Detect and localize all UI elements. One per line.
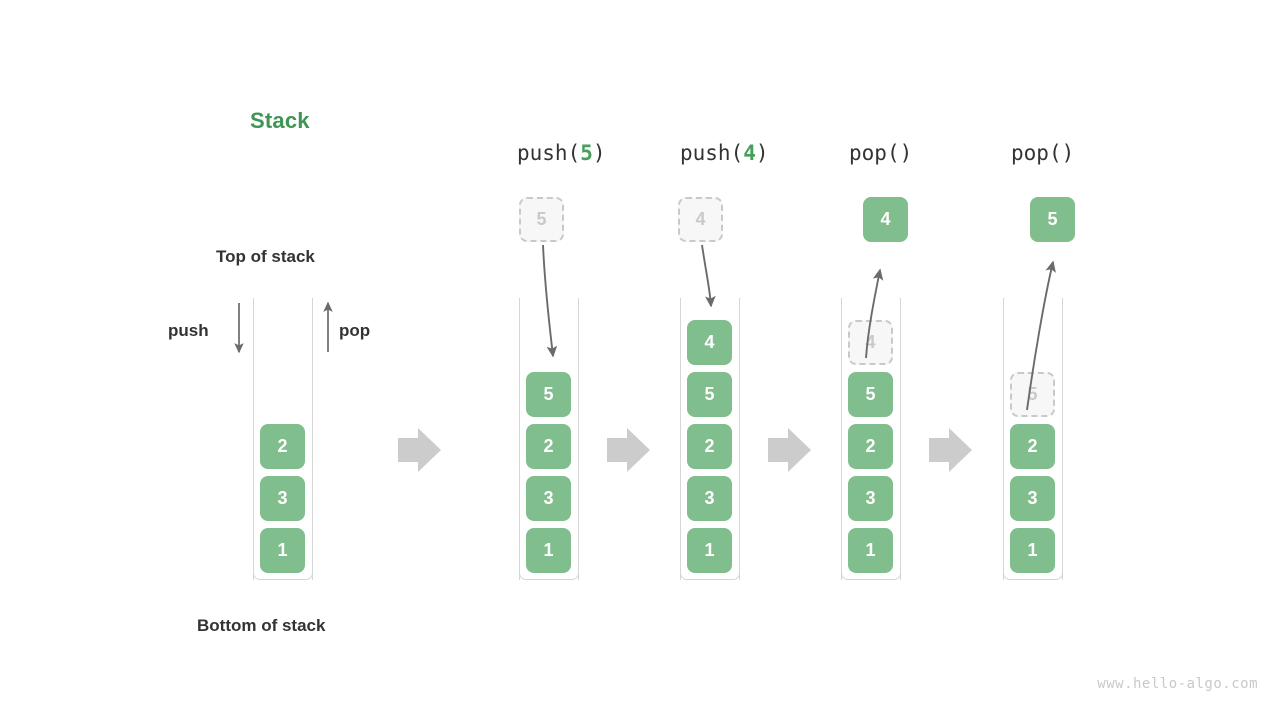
- incoming-element-ghost: 5: [519, 197, 564, 242]
- stack-cell: 1: [260, 528, 305, 573]
- stack-cell: 2: [260, 424, 305, 469]
- stack-wall-right: [739, 298, 740, 580]
- stack-floor: [253, 561, 313, 580]
- stack-cell: 3: [1010, 476, 1055, 521]
- stack-container-push-4: 4 5 2 3 1: [680, 298, 740, 580]
- header-fn-name: push: [517, 141, 568, 165]
- stack-wall-right: [578, 298, 579, 580]
- stack-floor: [519, 561, 579, 580]
- stack-cell-ghost: 4: [848, 320, 893, 365]
- stack-cell: 5: [526, 372, 571, 417]
- column-header-push-5: push(5): [517, 141, 606, 165]
- stack-wall-right: [900, 298, 901, 580]
- header-arg: 4: [743, 141, 756, 165]
- stack-cell: 3: [526, 476, 571, 521]
- stack-container-pop-1: 4 5 2 3 1: [841, 298, 901, 580]
- page-title: Stack: [250, 108, 310, 133]
- stack-cell: 5: [687, 372, 732, 417]
- push-label: push: [168, 321, 209, 340]
- stack-floor: [680, 561, 740, 580]
- header-paren-open: (: [886, 141, 900, 165]
- popped-element: 4: [863, 197, 908, 242]
- stack-floor: [841, 561, 901, 580]
- stack-wall-left: [1003, 298, 1004, 580]
- header-paren-close: ): [755, 141, 769, 165]
- stack-wall-left: [253, 298, 254, 580]
- header-fn-name: push: [680, 141, 731, 165]
- stack-wall-left: [519, 298, 520, 580]
- stack-wall-left: [841, 298, 842, 580]
- watermark: www.hello-algo.com: [1097, 676, 1258, 692]
- stack-cell: 2: [848, 424, 893, 469]
- stack-cell: 5: [848, 372, 893, 417]
- pop-label: pop: [339, 321, 371, 340]
- transition-arrow: [929, 428, 972, 472]
- header-paren-close: ): [1061, 141, 1075, 165]
- stack-cell: 3: [260, 476, 305, 521]
- bottom-of-stack-label: Bottom of stack: [197, 616, 326, 635]
- column-header-push-4: push(4): [680, 141, 769, 165]
- stack-container-pop-2: 5 2 3 1: [1003, 298, 1063, 580]
- transition-arrow: [398, 428, 441, 472]
- stack-wall-right: [312, 298, 313, 580]
- stack-cell: 1: [848, 528, 893, 573]
- stack-cell: 1: [526, 528, 571, 573]
- header-paren-open: (: [1048, 141, 1062, 165]
- column-header-pop-2: pop(): [1011, 141, 1074, 165]
- transition-arrow: [768, 428, 811, 472]
- stack-cell: 3: [687, 476, 732, 521]
- stack-cell-ghost: 5: [1010, 372, 1055, 417]
- stack-cell: 1: [1010, 528, 1055, 573]
- transition-arrow: [607, 428, 650, 472]
- stack-wall-left: [680, 298, 681, 580]
- incoming-element-ghost: 4: [678, 197, 723, 242]
- stack-cell: 2: [1010, 424, 1055, 469]
- stack-cell: 2: [687, 424, 732, 469]
- push-4-motion-arrow: [701, 244, 716, 308]
- header-fn-name: pop: [849, 141, 887, 165]
- top-of-stack-label: Top of stack: [216, 247, 315, 266]
- stack-container-push-5: 5 2 3 1: [519, 298, 579, 580]
- header-paren-open: (: [567, 141, 581, 165]
- stack-cell: 3: [848, 476, 893, 521]
- stack-cell: 1: [687, 528, 732, 573]
- header-paren-close: ): [899, 141, 913, 165]
- stack-cell: 4: [687, 320, 732, 365]
- stack-wall-right: [1062, 298, 1063, 580]
- stack-cell: 2: [526, 424, 571, 469]
- header-arg: 5: [580, 141, 593, 165]
- stack-floor: [1003, 561, 1063, 580]
- column-header-pop-1: pop(): [849, 141, 912, 165]
- header-paren-close: ): [592, 141, 606, 165]
- header-paren-open: (: [730, 141, 744, 165]
- header-fn-name: pop: [1011, 141, 1049, 165]
- popped-element: 5: [1030, 197, 1075, 242]
- stack-container-initial: 2 3 1: [253, 298, 313, 580]
